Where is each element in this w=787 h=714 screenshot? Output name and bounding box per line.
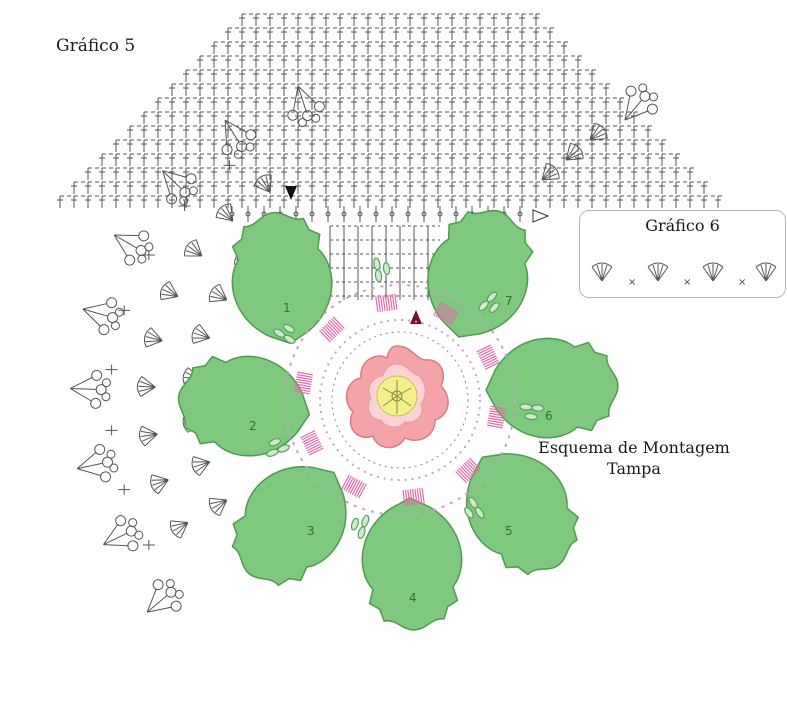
shell-stitch-icon	[591, 262, 613, 282]
chart6-box: Gráfico 6 × × ×	[579, 210, 786, 298]
chart5-grid	[57, 13, 724, 300]
shell-stitch-icon	[702, 262, 724, 282]
leaf-number-5: 5	[505, 524, 513, 538]
leaf-2	[171, 346, 318, 465]
shell-stitch-icon	[755, 262, 777, 282]
single-crochet-icon: ×	[738, 277, 746, 288]
leaf-numbers: 1 2 3 4 5 6 7	[249, 294, 553, 605]
chart5-title: Gráfico 5	[56, 36, 136, 56]
chart5-right-stitches	[535, 83, 659, 189]
chart5-fan-stitches	[69, 85, 325, 613]
leaf-number-4: 4	[409, 591, 417, 605]
leaf-1	[222, 205, 341, 352]
chart6-title: Gráfico 6	[645, 216, 720, 235]
leaf-number-7: 7	[505, 294, 513, 308]
caption-line-2: Tampa	[607, 459, 661, 478]
single-crochet-icon: ×	[628, 277, 636, 288]
start-arrow-icon	[285, 186, 550, 324]
shell-stitch-icon	[647, 262, 669, 282]
chart6-stitches: × × ×	[591, 262, 777, 288]
single-crochet-icon: ×	[683, 277, 691, 288]
pink-fans	[293, 293, 507, 507]
leaf-3	[210, 439, 373, 607]
green-sprigs	[266, 257, 545, 540]
assembly-caption: Esquema de Montagem Tampa	[520, 437, 748, 479]
leaf-number-1: 1	[283, 301, 291, 315]
inner-rings	[284, 284, 516, 516]
leaf-4	[359, 495, 465, 633]
leaf-number-2: 2	[249, 419, 257, 433]
leaf-number-6: 6	[545, 409, 553, 423]
leaf-6	[483, 335, 621, 441]
leaf-number-3: 3	[307, 524, 315, 538]
leaf-7	[410, 195, 548, 354]
center-flower	[345, 345, 449, 449]
caption-line-1: Esquema de Montagem	[538, 438, 730, 457]
